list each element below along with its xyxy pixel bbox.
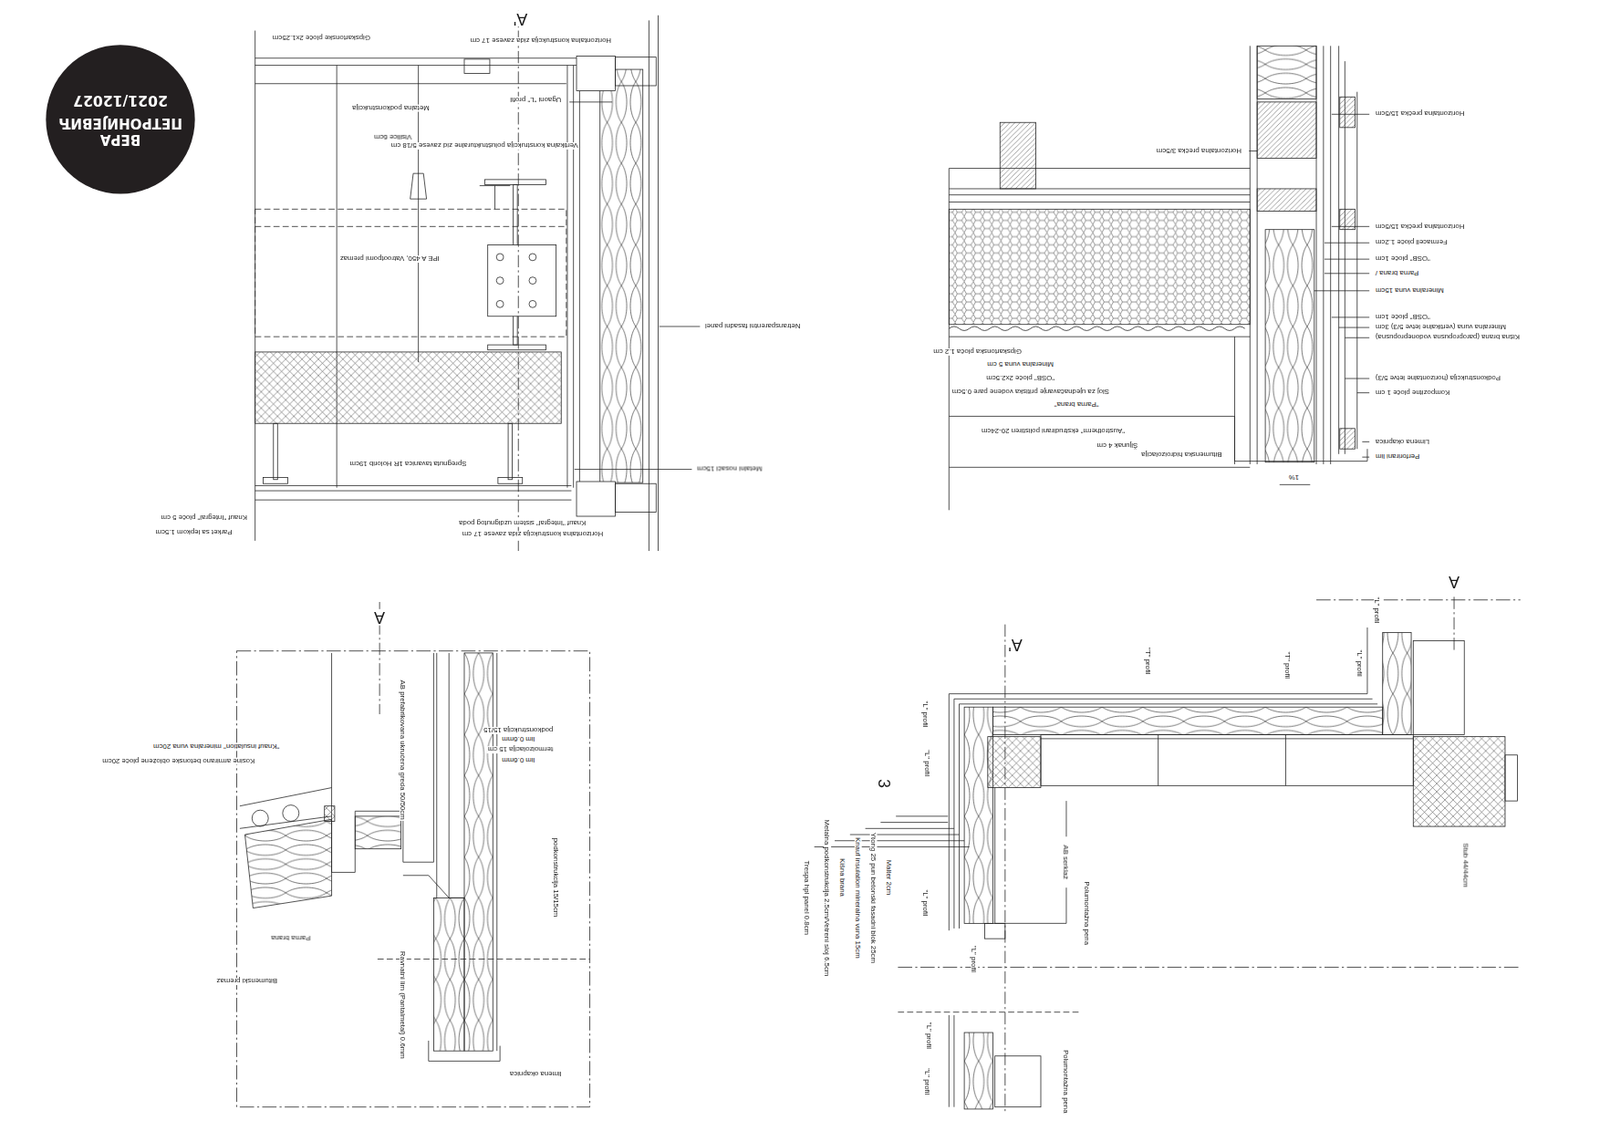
callout-label: "Parna brana" xyxy=(1053,401,1101,409)
section-marker: A' xyxy=(512,10,530,27)
callout-label: "L" profil xyxy=(1356,648,1364,677)
callout-label: Horizontalna konstrukcija zida zavese 17… xyxy=(461,530,605,539)
callout-label: "OSB" ploče 1cm xyxy=(1374,313,1432,322)
callout-label: "Austrotherm" ekstrudirani polistiren 20… xyxy=(980,427,1126,436)
callout-label: Ravnatni lim (Pantalmetal) 0.6mm xyxy=(399,950,407,1060)
section-marker: 3 xyxy=(875,778,893,790)
callout-label: "T" profil xyxy=(1144,646,1153,676)
callout-label: Parna brana / xyxy=(1374,270,1421,278)
callout-label: Polumontažna pena xyxy=(1062,1049,1071,1115)
callout-label: Fermacell ploče 1.2cm xyxy=(1374,238,1449,247)
callout-label: AB prefabrikovana ukrućena greda 50/50cm xyxy=(399,678,407,821)
callout-label: Limena okapnica xyxy=(1374,437,1431,446)
callout-label: IPE A 450, Vatrootporni premaz xyxy=(339,255,441,263)
callout-label: Visilice 6cm xyxy=(373,134,413,142)
callout-label: "OSB" ploče 2x2.5cm xyxy=(985,374,1056,383)
callout-label: Horizontalna konstrukcija zida zavese 17… xyxy=(468,37,613,45)
callout-label: podkonstrukcija 15/15cm xyxy=(552,837,561,919)
author-name: ВЕРА ПЕТРОНИЈЕВИЋ xyxy=(54,114,186,147)
callout-label: Knauf "Integral" ploče 5 cm xyxy=(159,514,249,522)
callout-label: Sloj za ujednačavanje pritiska vodene pa… xyxy=(951,388,1112,396)
callout-label: limena okapnica xyxy=(509,1070,563,1079)
callout-label: Knauf "Integral" sistem uzdignutog poda xyxy=(457,519,587,528)
callout-label: AB serklaž xyxy=(1062,843,1071,881)
callout-label: Horizontalna prečka 15/5cm xyxy=(1374,222,1466,230)
callout-label: Kompozitne ploče 1 cm xyxy=(1374,389,1452,397)
callout-label: "L" profil xyxy=(922,888,930,917)
callout-label: Bitumenski premaz xyxy=(215,977,279,986)
title-badge: ВЕРА ПЕТРОНИЈЕВИЋ 2021/12027 xyxy=(45,44,195,194)
callout-label: Mineralna vuna 5 cm xyxy=(986,360,1055,368)
callout-label: Kišna brana xyxy=(839,857,847,898)
callout-label: Horizontalna prečka 15/5cm xyxy=(1374,110,1466,118)
callout-label: 1% xyxy=(1288,474,1301,482)
callout-label: "OSB" ploče 1cm xyxy=(1374,255,1432,263)
callout-label: Polumontažna pena xyxy=(1082,880,1091,946)
callout-label: Gipskartonska ploča 1.2 cm xyxy=(932,348,1023,356)
callout-label: Podkonstrukcija (horizontalne letve 5/3) xyxy=(1374,374,1502,383)
callout-label: Perforirani lim xyxy=(1374,453,1422,461)
callout-label: Mineralna vuna 15cm xyxy=(1374,287,1445,295)
callout-label: termoizolacija 15 cm xyxy=(487,746,555,754)
callout-label: Metalni nosači 15cm xyxy=(696,466,764,474)
callout-label: Ugaoni "L" profil xyxy=(509,96,562,104)
callout-label: podkonstrukcija 15/15 xyxy=(482,727,554,735)
callout-label: Netransparentni fasadni panel xyxy=(704,322,802,331)
callout-label: Kišna brana (paropropusna vodonepropusna… xyxy=(1374,333,1521,342)
callout-label: Malter 2cm xyxy=(884,859,893,897)
callout-label: Gipskartonske ploče 2x1.25cm xyxy=(271,33,372,42)
callout-label: Metalna podkonstrukcija 2.5cm/Vetreni sl… xyxy=(823,818,832,977)
callout-label: lim 0.6mm xyxy=(500,756,536,764)
callout-label: Parket sa lepkom 1.5cm xyxy=(154,529,233,537)
section-marker: A xyxy=(373,609,386,626)
callout-label: Kosine armirano betonske obložene ploče … xyxy=(101,758,256,766)
callout-label: Šljunak 4 cm xyxy=(1095,442,1139,450)
callout-label: "L" profil xyxy=(924,1067,932,1096)
callout-label: Mineralna vuna (vertikalne letve 5/3) 3c… xyxy=(1374,323,1507,332)
callout-label: "L" profil xyxy=(924,748,932,778)
callout-label: "Knauf insulation" mineralna vuna 20cm xyxy=(152,743,281,751)
student-index: 2021/12027 xyxy=(72,92,168,109)
callout-label: Ytong 25 pun betonski fasadni blok 25cm xyxy=(870,831,878,965)
callout-label: lim 0.6mm xyxy=(500,736,536,744)
callout-label: Trespa hpl panel 0.8cm xyxy=(803,859,811,936)
section-marker: A' xyxy=(1007,636,1024,654)
section-marker: A xyxy=(1447,573,1461,591)
callout-label: "L" profil xyxy=(1373,595,1382,624)
callout-label: "L" profil xyxy=(925,1021,934,1050)
callout-label: Spregnuta tavanica 1R Holorib 19cm xyxy=(348,460,468,468)
callout-label: Vertikalna konstrukcija poluštrukturalne… xyxy=(390,142,580,150)
callout-label: "L" profil xyxy=(970,945,978,974)
callout-label: "L" profil xyxy=(922,699,930,728)
callout-label: Metalna podkonstrukcija xyxy=(351,104,431,113)
callout-label: Horizontalna prečka 3/5cm xyxy=(1155,147,1243,156)
callout-label: Parna brana xyxy=(270,935,312,943)
callout-label: Knauf insulation mineralna vuna 15cm xyxy=(854,836,863,960)
callout-label: Bitumenska hidroizolacija xyxy=(1140,451,1224,459)
callout-label: "T" profil xyxy=(1284,650,1292,680)
callout-label: Stub 44/44cm xyxy=(1463,841,1471,889)
